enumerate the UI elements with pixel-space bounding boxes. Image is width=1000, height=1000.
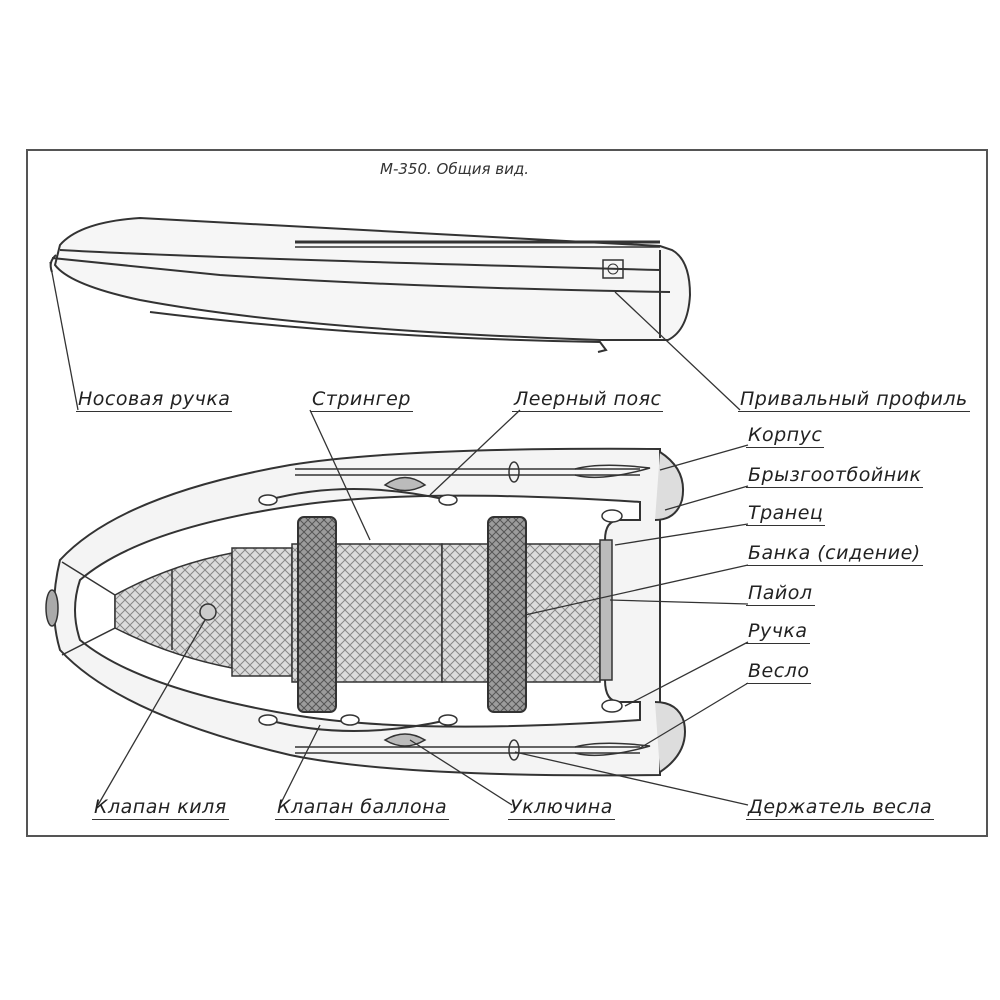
handle-bottom-icon [601, 699, 623, 713]
seat-rear [487, 516, 527, 713]
label-stringer: Стрингер [310, 388, 413, 412]
label-hull: Корпус [746, 424, 825, 448]
label-oar: Весло [746, 660, 812, 684]
side-keel [149, 311, 608, 353]
bow-cone [45, 589, 59, 627]
side-view [49, 216, 692, 353]
label-transom: Транец [746, 502, 826, 526]
keel-valve-icon [199, 603, 217, 621]
label-grab-line: Леерный пояс [512, 388, 664, 412]
handle-top-icon [601, 509, 623, 523]
side-fender-profile [51, 257, 671, 293]
grab-line-top [267, 488, 449, 501]
grab-line-bottom [267, 719, 449, 732]
label-oar-holder: Держатель весла [746, 796, 935, 820]
top-view [45, 447, 686, 777]
label-oarlock: Уключина [508, 796, 615, 820]
leader-lines [49, 261, 749, 806]
seat-front [297, 516, 337, 713]
oar-top [295, 461, 651, 483]
label-spray-guard: Брызгоотбойник [746, 464, 924, 488]
label-tube-valve: Клапан баллона [275, 796, 450, 820]
transom [599, 539, 613, 681]
side-tube-line [59, 249, 661, 271]
oarlock-top-icon [383, 476, 427, 492]
drawing-title: М-350. Общия вид. [380, 160, 529, 178]
label-nose-handle: Носовая ручка [76, 388, 233, 412]
label-floor: Пайол [746, 582, 815, 606]
label-fender-profile: Привальный профиль [738, 388, 970, 412]
label-seat: Банка (сидение) [746, 542, 923, 566]
drawing-frame [26, 149, 988, 837]
side-hull-outline [53, 216, 692, 341]
side-logo-icon [602, 259, 624, 279]
label-keel-valve: Клапан киля [92, 796, 229, 820]
label-handle: Ручка [746, 620, 810, 644]
oar-bottom [295, 739, 651, 761]
floor-board-2 [231, 547, 293, 677]
